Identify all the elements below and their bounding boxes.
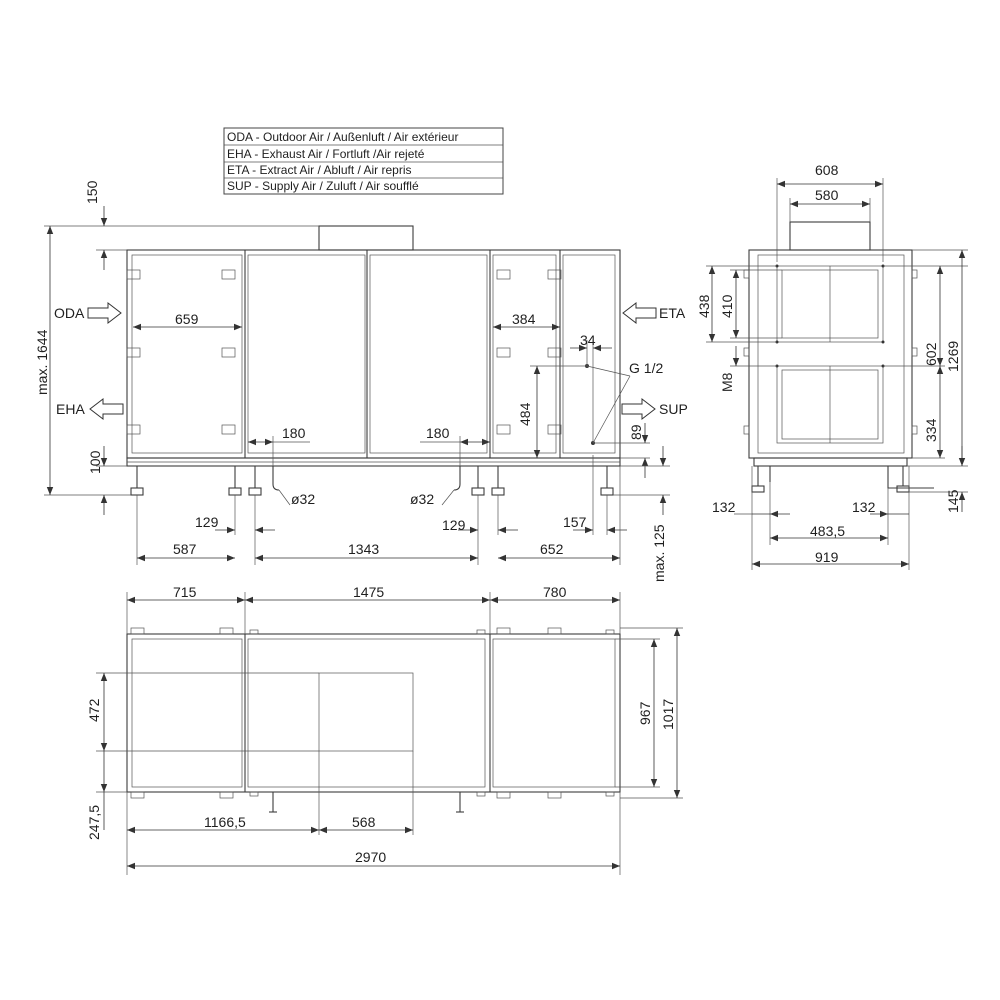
dim-410: 410 [719,294,735,318]
sup-arrow-icon [621,397,656,421]
dim-484: 484 [517,402,533,426]
dim-1269: 1269 [945,341,961,372]
dim-438: 438 [696,294,712,318]
legend-oda: ODA - Outdoor Air / Außenluft / Air exté… [227,130,458,144]
dim-180-left: 180 [282,425,306,441]
side-view [743,221,934,493]
dim-180-right: 180 [426,425,450,441]
side-dimensions [706,178,968,570]
dim-89: 89 [628,424,644,440]
oda-arrow-icon [87,301,122,325]
legend-eha: EHA - Exhaust Air / Fortluft /Air rejeté [227,147,425,161]
label-g12: G 1/2 [629,360,663,376]
legend-eta: ETA - Extract Air / Abluft / Air repris [227,163,412,177]
dim-967: 967 [637,701,653,725]
dim-132-left: 132 [712,499,736,515]
dim-145: 145 [945,489,961,513]
dim-max-125: max. 125 [651,524,667,582]
eha-arrow-icon [89,397,124,421]
dim-580: 580 [815,187,839,203]
legend-box: ODA - Outdoor Air / Außenluft / Air exté… [223,127,504,195]
label-eha: EHA [56,401,85,417]
top-dimensions [96,592,683,875]
dim-659: 659 [175,311,199,327]
front-dimensions [44,206,670,565]
dim-587: 587 [173,541,197,557]
front-view [126,225,621,496]
legend-sup: SUP - Supply Air / Zuluft / Air soufflé [227,179,419,193]
dim-dia32-right: ø32 [410,491,434,507]
dim-dia32-left: ø32 [291,491,315,507]
dim-652: 652 [540,541,564,557]
dim-715: 715 [173,584,197,600]
dim-2970: 2970 [355,849,386,865]
dim-602: 602 [923,342,939,366]
dim-1166-5: 1166,5 [204,814,246,830]
dim-34: 34 [580,332,596,348]
dim-780: 780 [543,584,567,600]
dim-568: 568 [352,814,376,830]
dim-1475: 1475 [353,584,384,600]
dim-608: 608 [815,162,839,178]
dim-334: 334 [923,418,939,442]
dim-132-right: 132 [852,499,876,515]
label-sup: SUP [659,401,688,417]
dim-150: 150 [84,180,100,204]
eta-arrow-icon [622,301,657,325]
dim-384: 384 [512,311,536,327]
dim-1017: 1017 [660,699,676,730]
dim-max-1644: max. 1644 [34,329,50,395]
label-m8: M8 [719,372,735,392]
dim-1343: 1343 [348,541,379,557]
dim-919: 919 [815,549,839,565]
dim-100: 100 [87,450,103,474]
label-eta: ETA [659,305,686,321]
dim-247-5: 247,5 [86,805,102,840]
dim-157: 157 [563,514,587,530]
top-view [126,627,621,813]
dim-472: 472 [86,698,102,722]
dim-483-5: 483,5 [810,523,845,539]
dim-129-left: 129 [195,514,219,530]
label-oda: ODA [54,305,85,321]
dim-129-right: 129 [442,517,466,533]
